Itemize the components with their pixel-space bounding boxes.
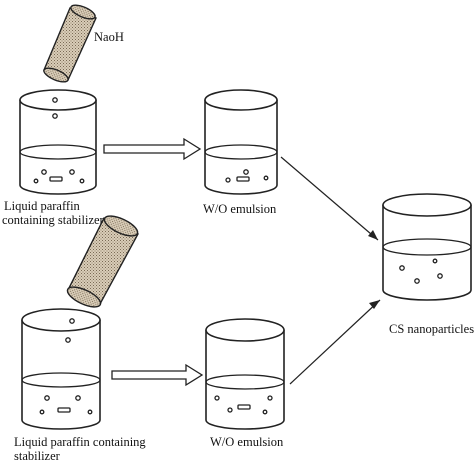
beaker-wo-emulsion-top bbox=[204, 89, 278, 195]
naoh-tube-bottom bbox=[66, 215, 139, 308]
naoh-tube-top bbox=[43, 4, 97, 83]
beaker3-label-line2: stabilizer bbox=[14, 449, 61, 463]
product-label: CS nanoparticles bbox=[389, 322, 474, 336]
beaker-liquid-paraffin-top bbox=[19, 89, 97, 195]
arrow-to-product-bottom bbox=[289, 299, 381, 385]
beaker-cs-nanoparticles bbox=[382, 193, 472, 301]
arrow-bottom bbox=[111, 363, 204, 387]
arrow-top bbox=[103, 137, 202, 161]
beaker2-label: W/O emulsion bbox=[203, 202, 277, 216]
beaker1-label-line1: Liquid paraffin bbox=[4, 199, 81, 213]
arrow-to-product-top bbox=[280, 156, 379, 241]
beaker3-label-line1: Liquid paraffin containing bbox=[14, 435, 146, 449]
beaker-wo-emulsion-bottom bbox=[205, 318, 285, 430]
naoh-label: NaoH bbox=[94, 30, 124, 44]
beaker-liquid-paraffin-bottom bbox=[21, 308, 101, 430]
beaker4-label: W/O emulsion bbox=[210, 435, 284, 449]
beaker1-label-line2: containing stabilizer bbox=[2, 213, 105, 227]
